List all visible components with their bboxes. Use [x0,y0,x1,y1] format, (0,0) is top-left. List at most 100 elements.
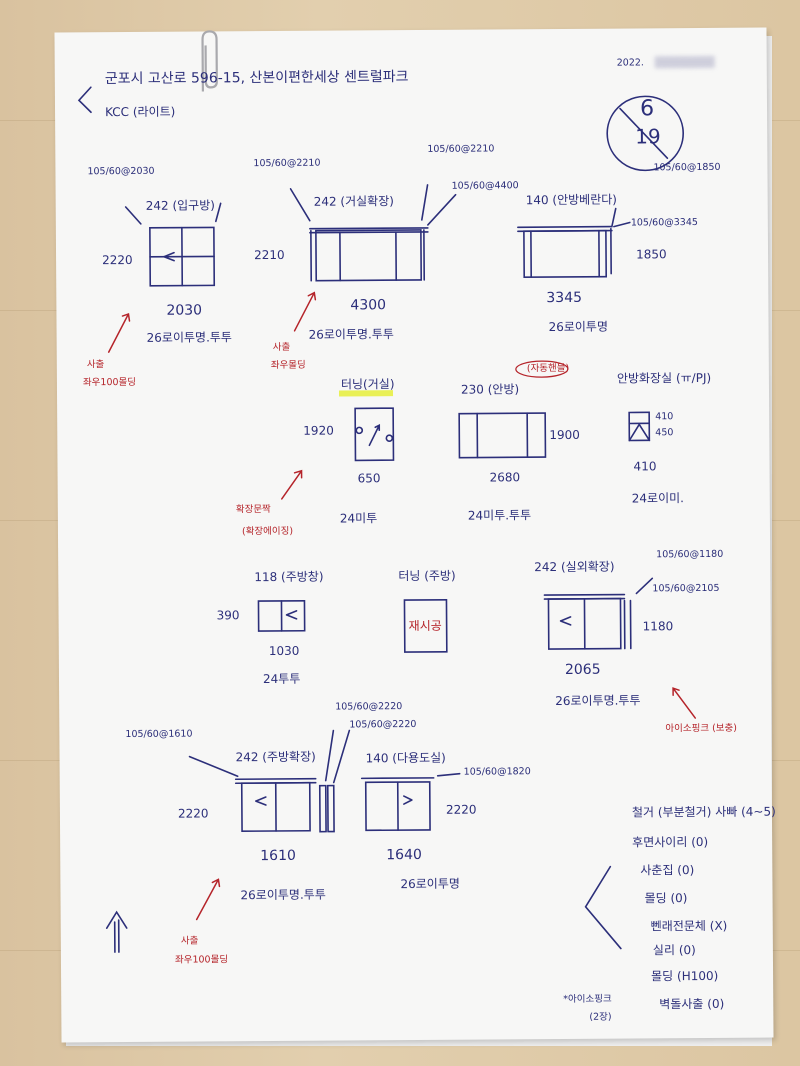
w2-spec: 26로이투명.투투 [308,327,394,342]
w9-spec: 26로이투명.투투 [555,693,641,709]
checklist-item: 실리 (0) [652,943,696,958]
w1-room: 242 (입구방) [145,198,215,213]
w11-frame: 105/60@1820 [463,766,531,778]
w11-room: 140 (다용도실) [365,750,446,766]
w10-frame: 105/60@1610 [125,728,193,741]
date-text: 2022. [616,57,644,69]
brand-label: KCC (라이트) [104,104,176,120]
north-arrow-icon [105,910,128,953]
w3-width: 3345 [546,289,583,307]
window-sketch-5 [458,412,547,459]
w9-frame: 105/60@1180 [656,548,724,561]
w1-height: 2220 [102,252,133,268]
w7-room: 118 (주방창) [254,569,324,585]
w11-width: 1640 [386,846,422,864]
date-month: 6 [639,96,655,122]
window-sketch-10 [188,729,351,833]
w2-note-2: 좌우몰딩 [270,359,306,371]
w1-frame: 105/60@2030 [87,165,155,178]
w10-room: 242 (주방확장) [235,749,316,765]
w4-room: 터닝(거실) [340,377,395,392]
w5-width: 2680 [489,470,521,485]
checklist-item: 몰딩 (H100) [651,968,719,984]
w4-width: 650 [357,471,381,486]
red-arrow-2 [293,291,317,332]
w2-frame: 105/60@2210 [253,157,321,170]
w4-spec: 24미투 [339,511,378,526]
window-sketch-9 [543,577,654,650]
footnote-1: *아이소핑크 [563,993,612,1005]
w11-height: 2220 [445,802,477,817]
w9-height: 1180 [642,619,674,634]
checklist-item: 몰딩 (0) [644,891,688,906]
w10-note-2: 좌우100몰딩 [174,954,229,966]
w6-width: 410 [633,459,657,474]
w4-height: 1920 [303,423,334,438]
w2-height: 2210 [253,247,285,263]
window-sketch-2 [289,184,457,282]
w6-dim2: 450 [655,427,674,439]
window-sketch-7 [257,599,306,632]
w8-mark: 재시공 [408,618,442,634]
checklist-item: 후면사이리 (0) [632,834,709,850]
w3-frame: 105/60@1850 [653,161,721,174]
sketch-drawings [77,86,697,953]
w3-spec: 26로이투명 [548,319,609,335]
w3-frame2: 105/60@3345 [630,217,698,229]
w8-room: 터닝 (주방) [398,568,456,584]
w2-frame2: 105/60@4400 [451,180,519,192]
w10-width: 1610 [260,847,296,865]
window-sketch-3 [517,207,631,279]
site-address: 군포시 고산로 596-15, 산본이편한세상 센트럴파크 [104,69,409,88]
red-arrow-4 [672,687,697,719]
w10-note-1: 사출 [180,935,199,947]
window-sketch-6 [628,411,651,442]
w1-note-1: 사출 [86,359,105,371]
w2-width: 4300 [350,297,387,314]
checklist-item: 벽돌사출 (0) [659,996,725,1012]
w6-spec: 24로이미. [631,491,685,506]
w1-spec: 26로이투명.투투 [146,330,232,345]
w6-room: 안방화장실 (ㅠ/PJ) [616,370,712,386]
chevron-left-icon [77,86,92,114]
w7-width: 1030 [268,643,300,659]
w10-spec: 26로이투명.투투 [240,887,326,903]
w5-room: 230 (안방) [460,382,520,397]
footnote-2: (2장) [589,1011,612,1023]
w3-room: 140 (안방베란다) [525,192,618,208]
red-arrow-3 [280,469,303,500]
bracket-mark [584,865,622,950]
w1-width: 2030 [166,302,203,319]
window-sketch-11 [360,772,461,832]
w9-frame2: 105/60@2105 [652,582,720,595]
w5-tag: (자동핸들) [526,362,570,375]
w9-width: 2065 [564,661,601,678]
w9-room: 242 (실외확장) [534,559,615,575]
checklist-item: 뻰래전문체 (X) [650,918,728,934]
checklist-item: 사춘집 (0) [640,863,695,878]
w4-note-1: 확장문짝 [235,503,271,516]
w3-height: 1850 [635,247,667,262]
checklist-item: 철거 (부분철거) 사빠 (4~5) [631,804,776,820]
window-sketch-1 [124,202,222,287]
w9-note: 아이소핑크 (보충) [665,722,738,735]
paper-sheet: 군포시 고산로 596-15, 산본이편한세상 센트럴파크 KCC (라이트) … [54,27,776,1043]
w4-note-2: (확장에이징) [241,525,294,538]
w3-frame3: 105/60@2210 [427,143,495,155]
w10-height: 2220 [177,806,209,821]
paperclip-icon [201,30,218,92]
w2-room: 242 (거실확장) [313,194,394,209]
w2-note-1: 사출 [272,341,291,353]
red-arrow-1 [107,312,131,353]
w11-spec: 26로이투명 [400,876,460,892]
w5-spec: 24미투.투투 [467,508,532,523]
redacted-area [654,55,715,69]
window-sketch-4 [354,407,395,462]
window-sketch-8 [403,598,448,653]
date-day: 19 [635,124,661,149]
date-circle [606,95,685,172]
w10-frame2: 105/60@2220 [335,701,403,713]
w5-height: 1900 [549,427,580,443]
red-arrow-5 [195,878,221,921]
w7-spec: 24투투 [262,671,301,687]
